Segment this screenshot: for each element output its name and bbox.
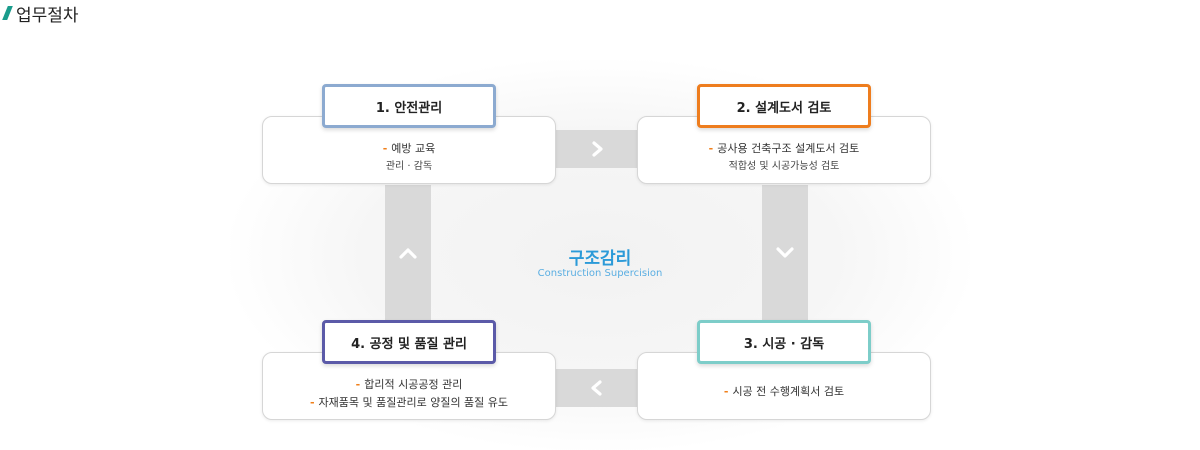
- step-2-tag: 2. 설계도서 검토: [697, 84, 871, 128]
- step-2-label: 2. 설계도서 검토: [736, 100, 832, 116]
- step-3-line-1: -시공 전 수행계획서 검토: [723, 385, 845, 398]
- step-2-line-1: -공사용 건축구조 설계도서 검토: [708, 142, 860, 155]
- connector-left: [556, 369, 638, 407]
- step-4-label: 4. 공정 및 품질 관리: [351, 336, 467, 352]
- step-3-box: -시공 전 수행계획서 검토: [637, 352, 931, 420]
- step-4-line-1: -합리적 시공공정 관리: [355, 378, 463, 391]
- step-3-tag: 3. 시공 · 감독: [697, 320, 871, 364]
- step-1-tag: 1. 안전관리: [322, 84, 496, 128]
- step-2-line-2: 적합성 및 시공가능성 검토: [728, 161, 840, 172]
- step-1-line-2: 관리 · 감독: [385, 161, 433, 172]
- bullet-dash: -: [723, 385, 729, 398]
- bullet-dash: -: [309, 396, 315, 409]
- step-3-label: 3. 시공 · 감독: [743, 336, 825, 352]
- section-title: 업무절차: [16, 5, 79, 26]
- bullet-dash: -: [355, 378, 361, 391]
- chevron-up-icon: [399, 248, 417, 259]
- step-1-line-1: -예방 교육: [382, 142, 436, 155]
- center-subtitle: Construction Supercision: [537, 268, 663, 279]
- connector-down: [762, 185, 808, 321]
- chevron-left-icon: [591, 380, 602, 396]
- step-4-tag: 4. 공정 및 품질 관리: [322, 320, 496, 364]
- section-header: 업무절차: [2, 1, 79, 26]
- connector-up: [385, 185, 431, 321]
- center-title: 구조감리: [568, 249, 632, 269]
- step-4-box: -합리적 시공공정 관리 -자재품목 및 품질관리로 양질의 품질 유도: [262, 352, 556, 420]
- chevron-down-icon: [776, 247, 794, 258]
- bullet-dash: -: [708, 142, 714, 155]
- bullet-dash: -: [382, 142, 388, 155]
- chevron-right-icon: [592, 141, 603, 157]
- step-1-label: 1. 안전관리: [375, 100, 443, 116]
- step-4-line-2: -자재품목 및 품질관리로 양질의 품질 유도: [309, 396, 509, 409]
- connector-right: [556, 130, 638, 168]
